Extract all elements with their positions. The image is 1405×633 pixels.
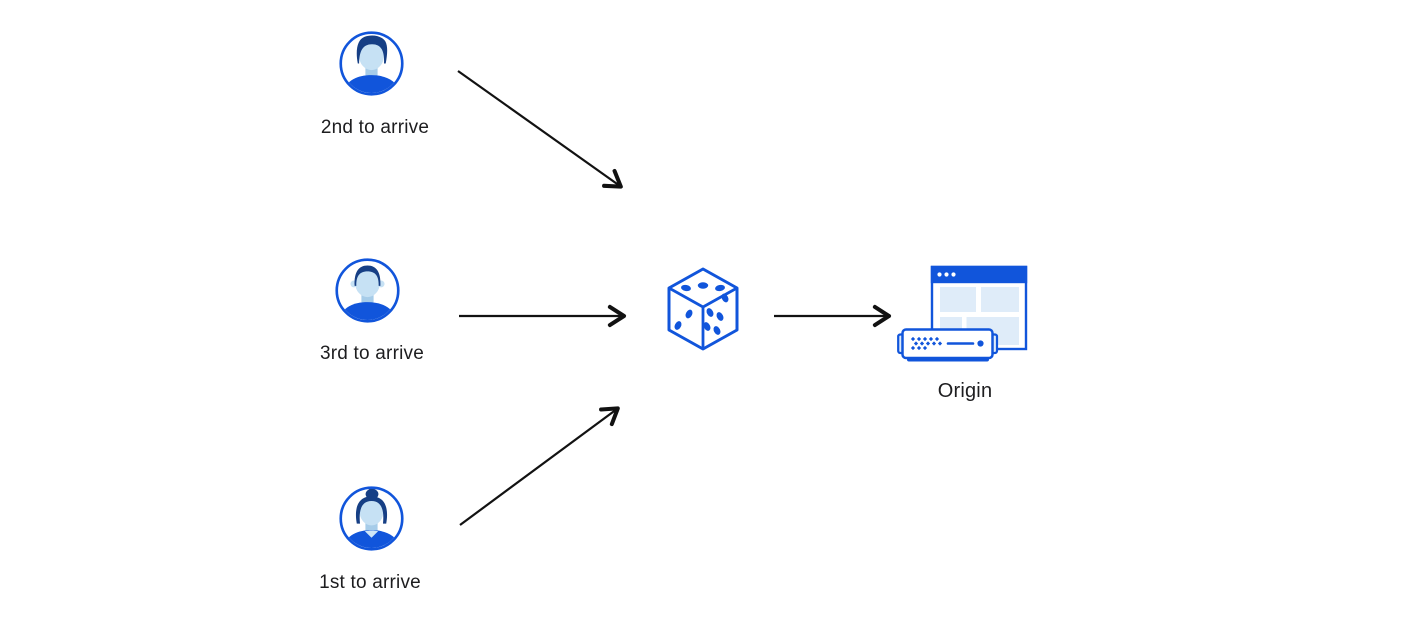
client-label-first: 1st to arrive xyxy=(319,572,421,593)
client-label-second: 2nd to arrive xyxy=(320,117,430,138)
client-label-third: 3rd to arrive xyxy=(320,343,424,364)
arrow-first-client-to-dice xyxy=(459,406,620,526)
man-short-hair-avatar-icon xyxy=(335,258,400,323)
arrow-second-client-to-dice xyxy=(457,70,623,189)
client-node-second xyxy=(338,30,405,102)
client-node-third xyxy=(334,257,401,329)
dice-node xyxy=(666,265,740,358)
origin-node xyxy=(895,262,1030,369)
origin-server-icon xyxy=(897,265,1028,362)
dice-icon xyxy=(667,267,739,351)
origin-label: Origin xyxy=(937,380,993,402)
woman-bun-avatar-icon xyxy=(339,486,404,551)
man-pompadour-avatar-icon xyxy=(339,31,404,96)
client-node-first xyxy=(338,485,405,557)
server-box-icon xyxy=(897,328,999,362)
